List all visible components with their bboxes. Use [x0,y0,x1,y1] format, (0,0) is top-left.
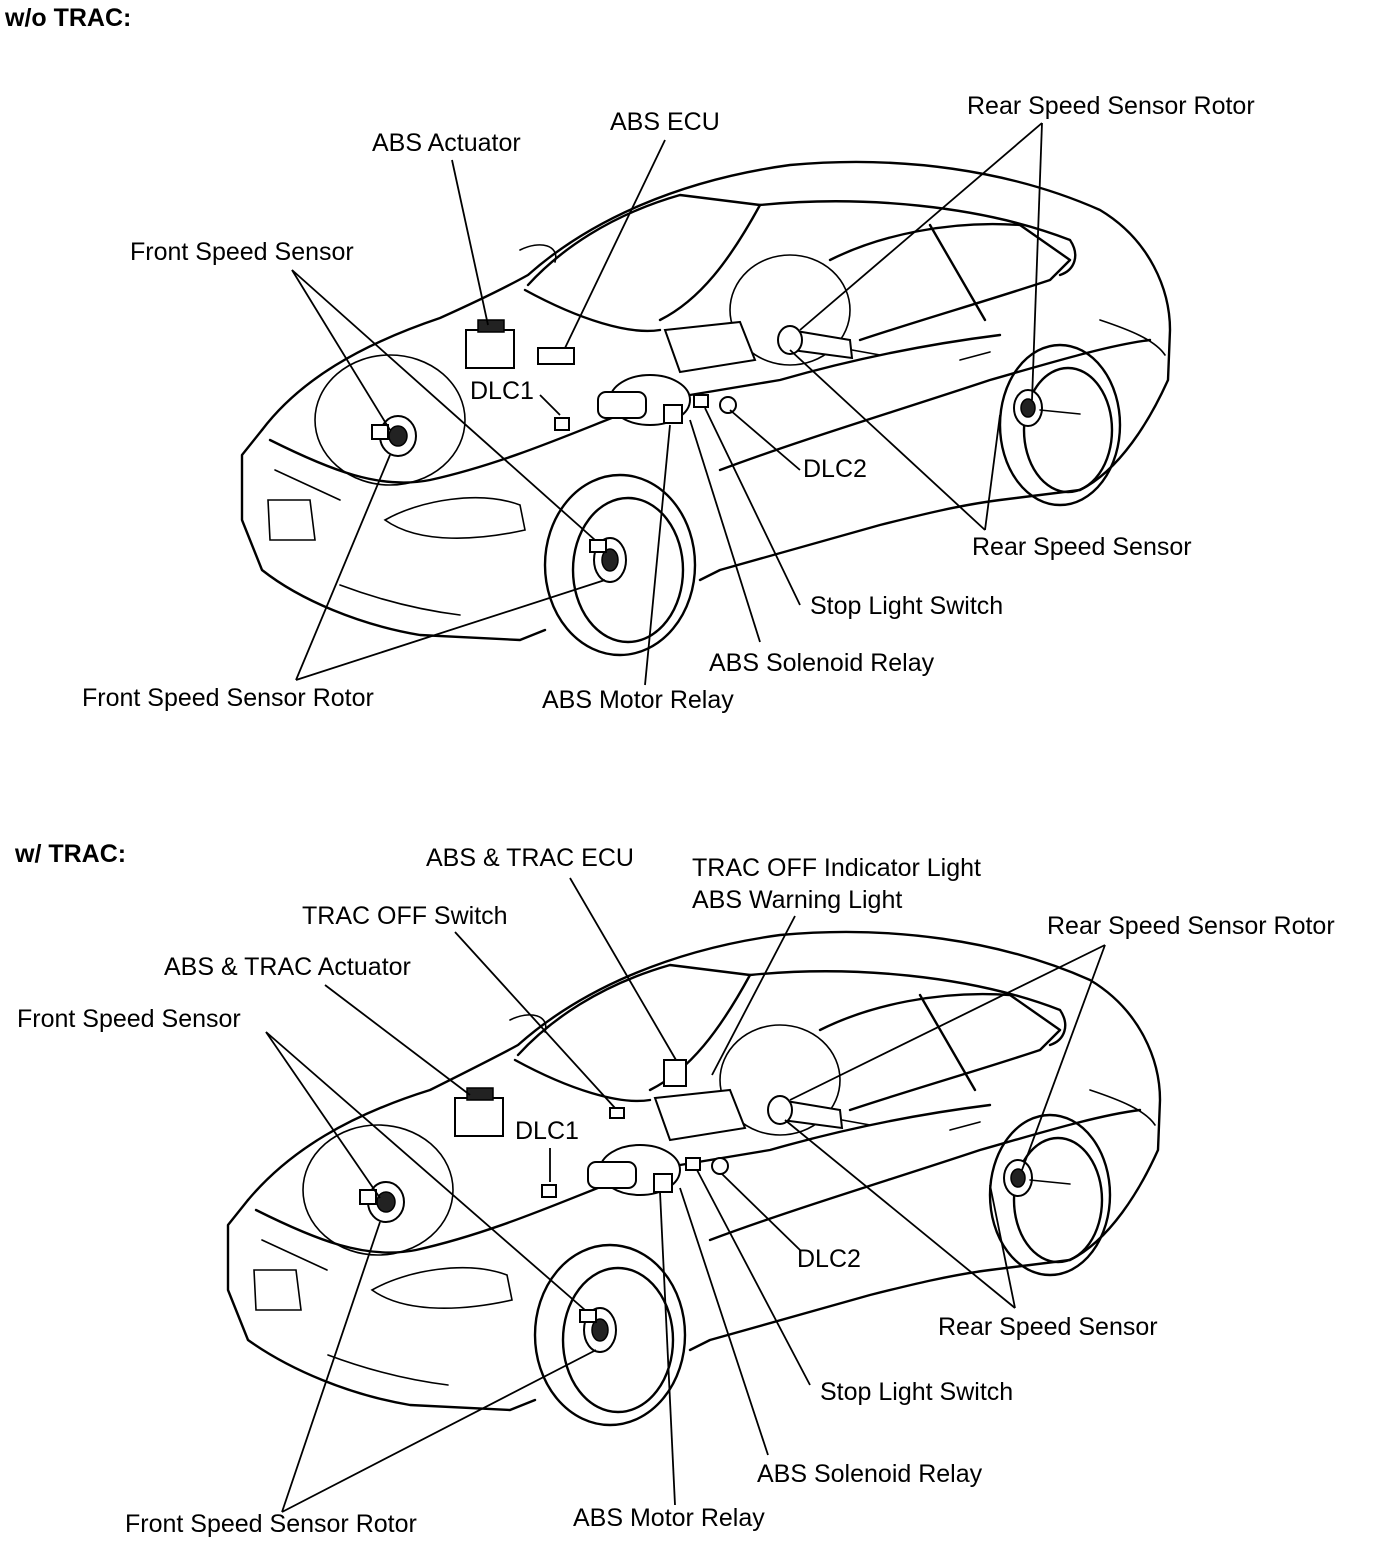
section-heading-without-trac: w/o TRAC: [5,4,132,32]
label-stop-light-switch: Stop Light Switch [810,592,1004,620]
label-abs-solenoid-relay-trac: ABS Solenoid Relay [757,1460,983,1488]
label-trac-off-switch: TRAC OFF Switch [302,902,508,930]
label-abs-ecu: ABS ECU [610,108,720,136]
label-dlc1: DLC1 [470,377,534,405]
label-front-speed-sensor-rotor: Front Speed Sensor Rotor [82,684,374,712]
label-dlc2-trac: DLC2 [797,1245,861,1273]
label-dlc2: DLC2 [803,455,867,483]
bottom-car-components [359,1059,1071,1353]
label-trac-off-indicator-light: TRAC OFF Indicator Light [692,854,981,882]
label-dlc1-trac: DLC1 [515,1117,579,1145]
section-heading-with-trac: w/ TRAC: [15,840,127,868]
label-abs-trac-actuator: ABS & TRAC Actuator [164,953,411,981]
label-abs-warning-light: ABS Warning Light [692,886,903,914]
label-stop-light-switch-trac: Stop Light Switch [820,1378,1014,1406]
top-leader-lines [291,122,1043,686]
bottom-leader-lines [265,877,1106,1513]
label-abs-motor-relay: ABS Motor Relay [542,686,734,714]
label-abs-actuator: ABS Actuator [372,129,521,157]
label-front-speed-sensor-rotor-trac: Front Speed Sensor Rotor [125,1510,417,1538]
label-rear-speed-sensor: Rear Speed Sensor [972,533,1192,561]
label-abs-trac-ecu: ABS & TRAC ECU [426,844,634,872]
label-abs-motor-relay-trac: ABS Motor Relay [573,1504,765,1532]
label-front-speed-sensor-trac: Front Speed Sensor [17,1005,241,1033]
label-rear-speed-sensor-trac: Rear Speed Sensor [938,1313,1158,1341]
label-abs-solenoid-relay: ABS Solenoid Relay [709,649,935,677]
label-rear-speed-sensor-rotor: Rear Speed Sensor Rotor [967,92,1255,120]
label-front-speed-sensor: Front Speed Sensor [130,238,354,266]
label-rear-speed-sensor-rotor-trac: Rear Speed Sensor Rotor [1047,912,1335,940]
top-car-outline [240,160,1172,657]
top-car-components [371,319,1081,583]
